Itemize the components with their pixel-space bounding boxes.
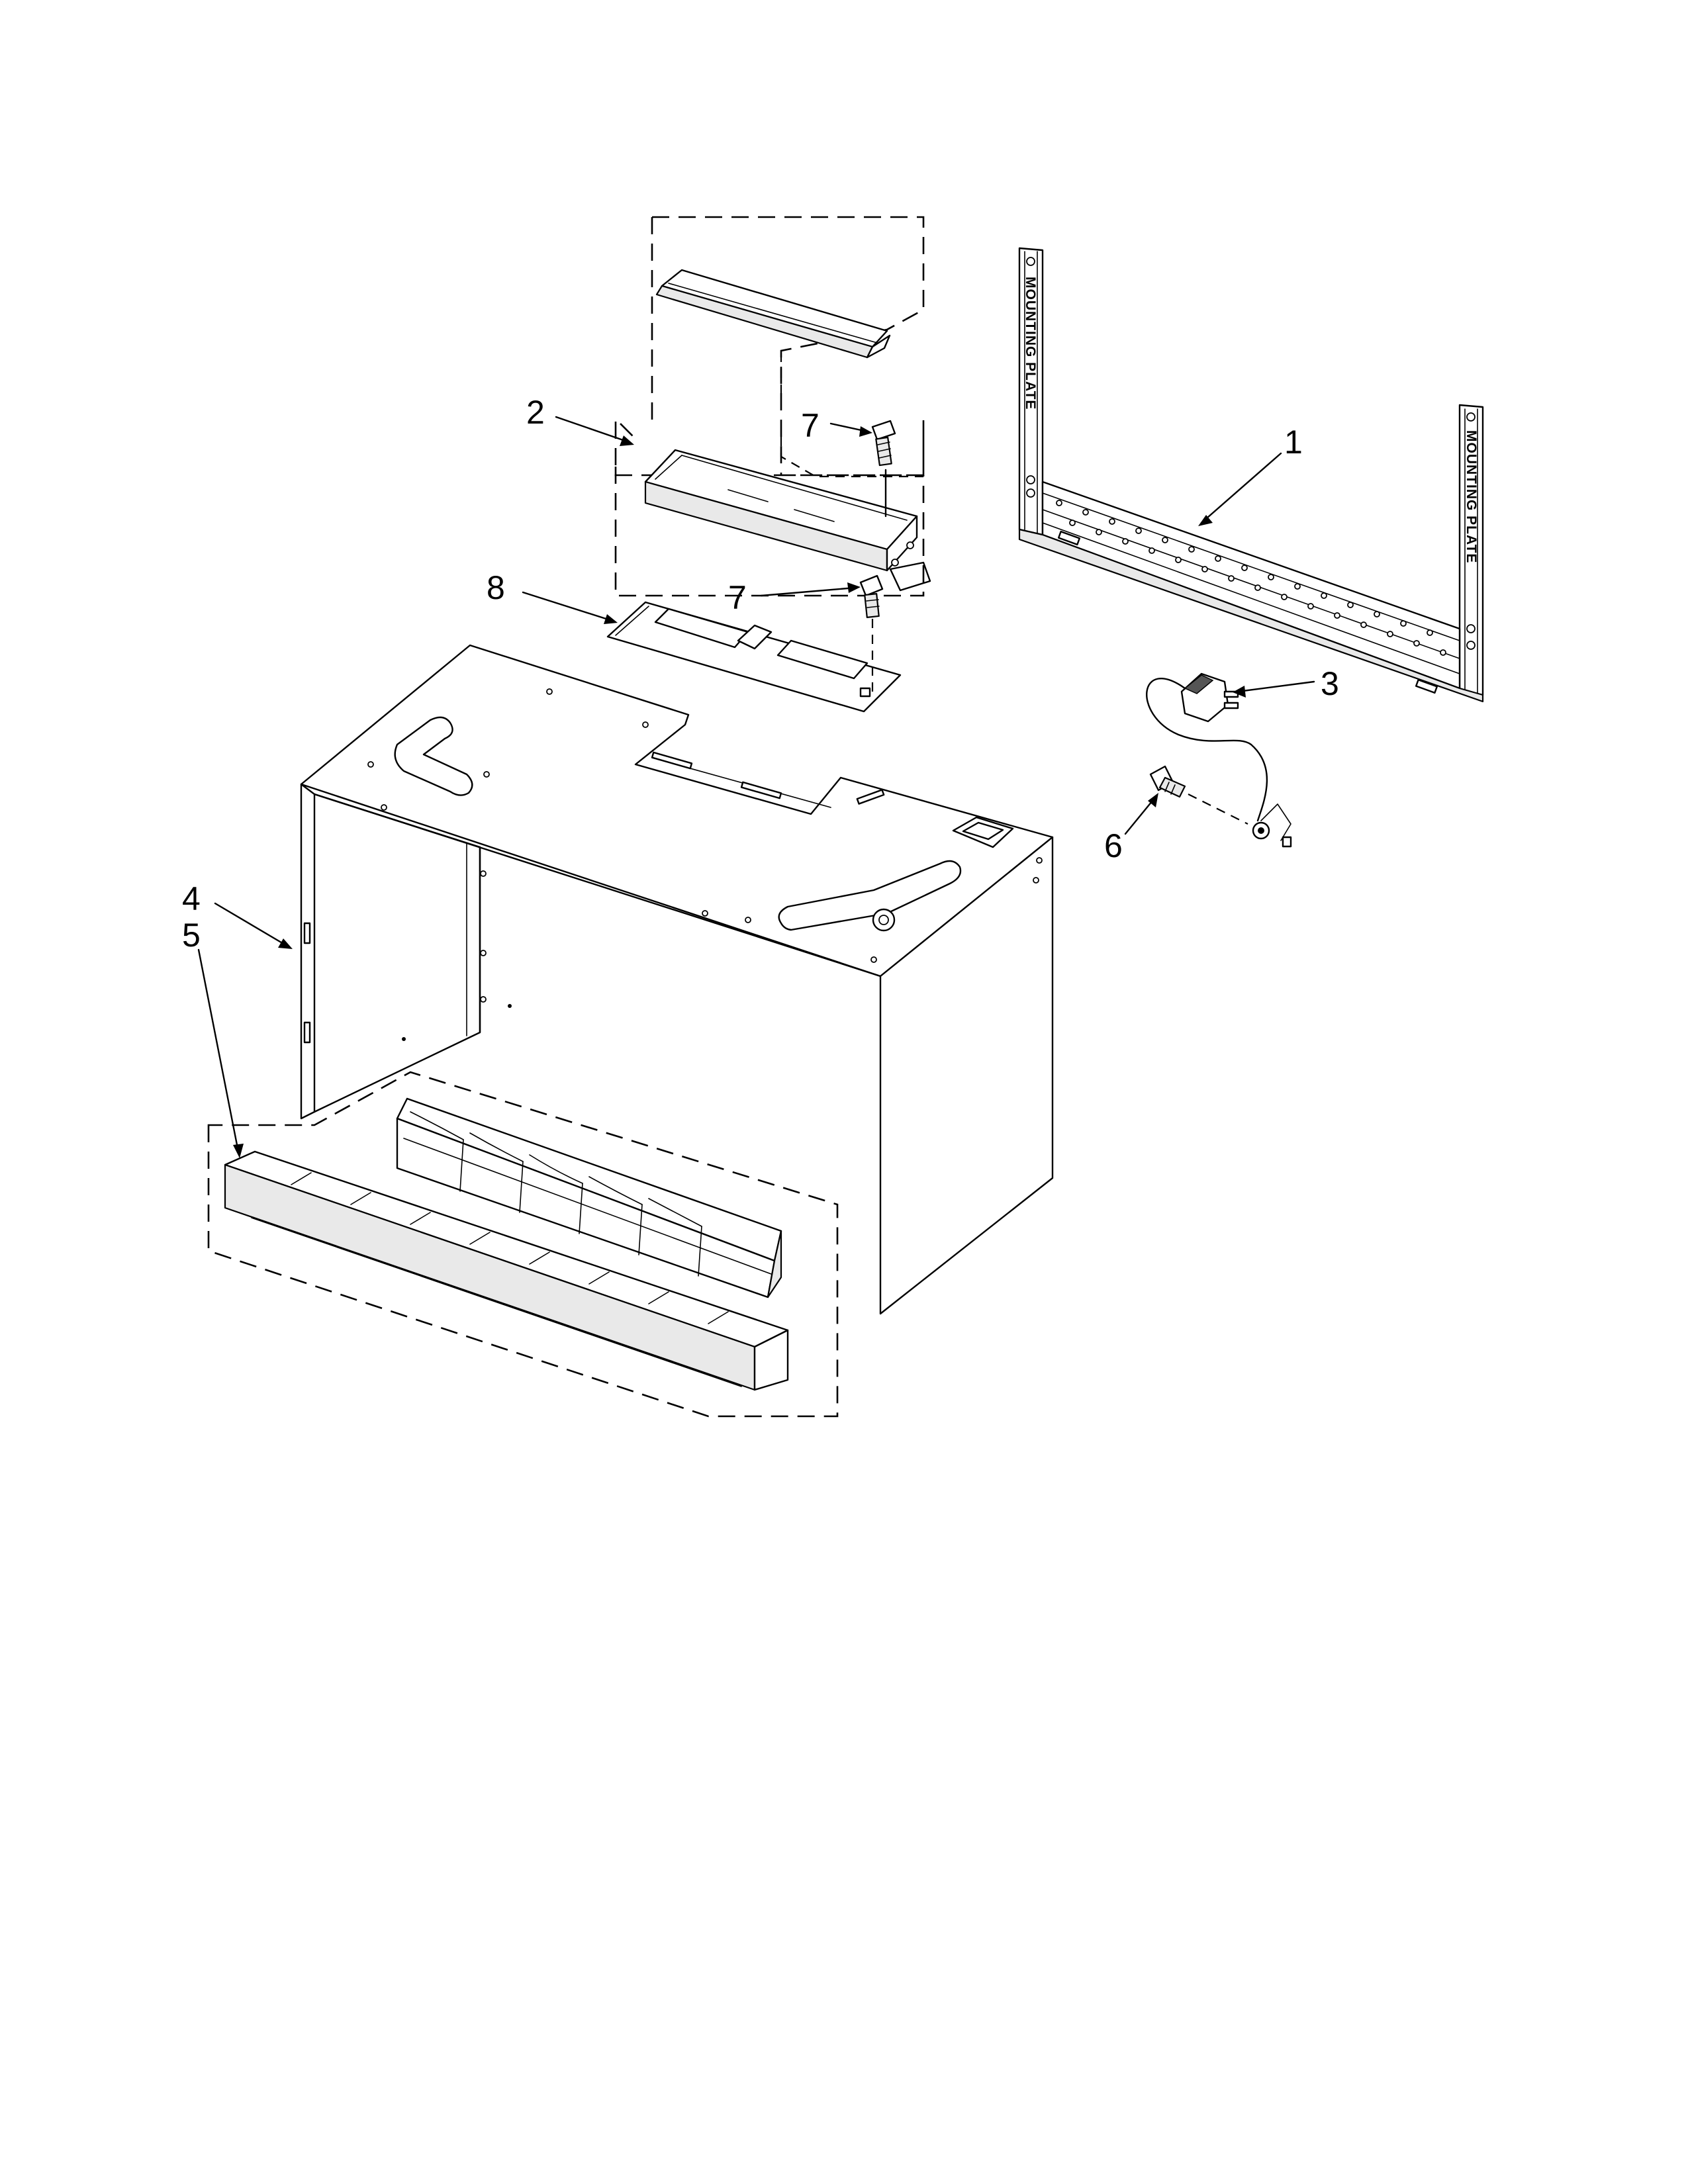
part-8-plate: [606, 601, 902, 713]
callout-4: 4: [182, 880, 201, 917]
power-cord-plug: [1180, 672, 1239, 723]
callout-3: 3: [1321, 665, 1339, 702]
top-right-slot: [778, 860, 962, 931]
grille-group: [207, 1071, 839, 1418]
top-l-slot: [394, 716, 473, 796]
grille-dashed-boundary: [207, 1071, 839, 1418]
callout-1: 1: [1284, 424, 1303, 461]
leader-lines: [197, 416, 1315, 1158]
cabinet-left-panel: [300, 783, 316, 1120]
callout-7-upper: 7: [801, 407, 820, 444]
screw-7-lower: [859, 574, 884, 692]
cabinet-top: [300, 644, 1054, 978]
callout-labels: 1 2 3 4 5 6 7 7 8: [182, 394, 1339, 954]
screw-7-dashed-box: [780, 357, 923, 478]
screw-6: [1149, 765, 1186, 798]
callout-2: 2: [526, 394, 545, 431]
screw-7-upper: [871, 420, 896, 467]
mounting-plate-holes: [1056, 500, 1446, 656]
mounting-plate: MOUNTING PLATE MOUNTING PLATE: [1018, 247, 1484, 703]
front-grille: [224, 1150, 789, 1391]
screw-7-upper-group: [780, 357, 923, 518]
callout-5: 5: [182, 917, 201, 954]
cabinet-wrapper: [300, 644, 1054, 1315]
power-cord-assembly: [1146, 672, 1292, 848]
callout-7-lower: 7: [728, 579, 747, 616]
ground-terminal: [1252, 803, 1292, 848]
callout-8: 8: [487, 569, 505, 606]
cabinet-right-face: [879, 836, 1054, 1315]
mounting-plate-right-label: MOUNTING PLATE: [1464, 430, 1479, 563]
callout-6: 6: [1104, 827, 1123, 864]
vent-grille: [396, 1097, 782, 1298]
part-2-group: [614, 216, 931, 597]
mounting-plate-left-label: MOUNTING PLATE: [1023, 277, 1038, 410]
top-trim-strip: [655, 269, 891, 359]
part-2-lower-dashed-box: [614, 467, 925, 597]
duct-housing: [644, 449, 931, 592]
power-cord-wire: [1146, 678, 1268, 822]
